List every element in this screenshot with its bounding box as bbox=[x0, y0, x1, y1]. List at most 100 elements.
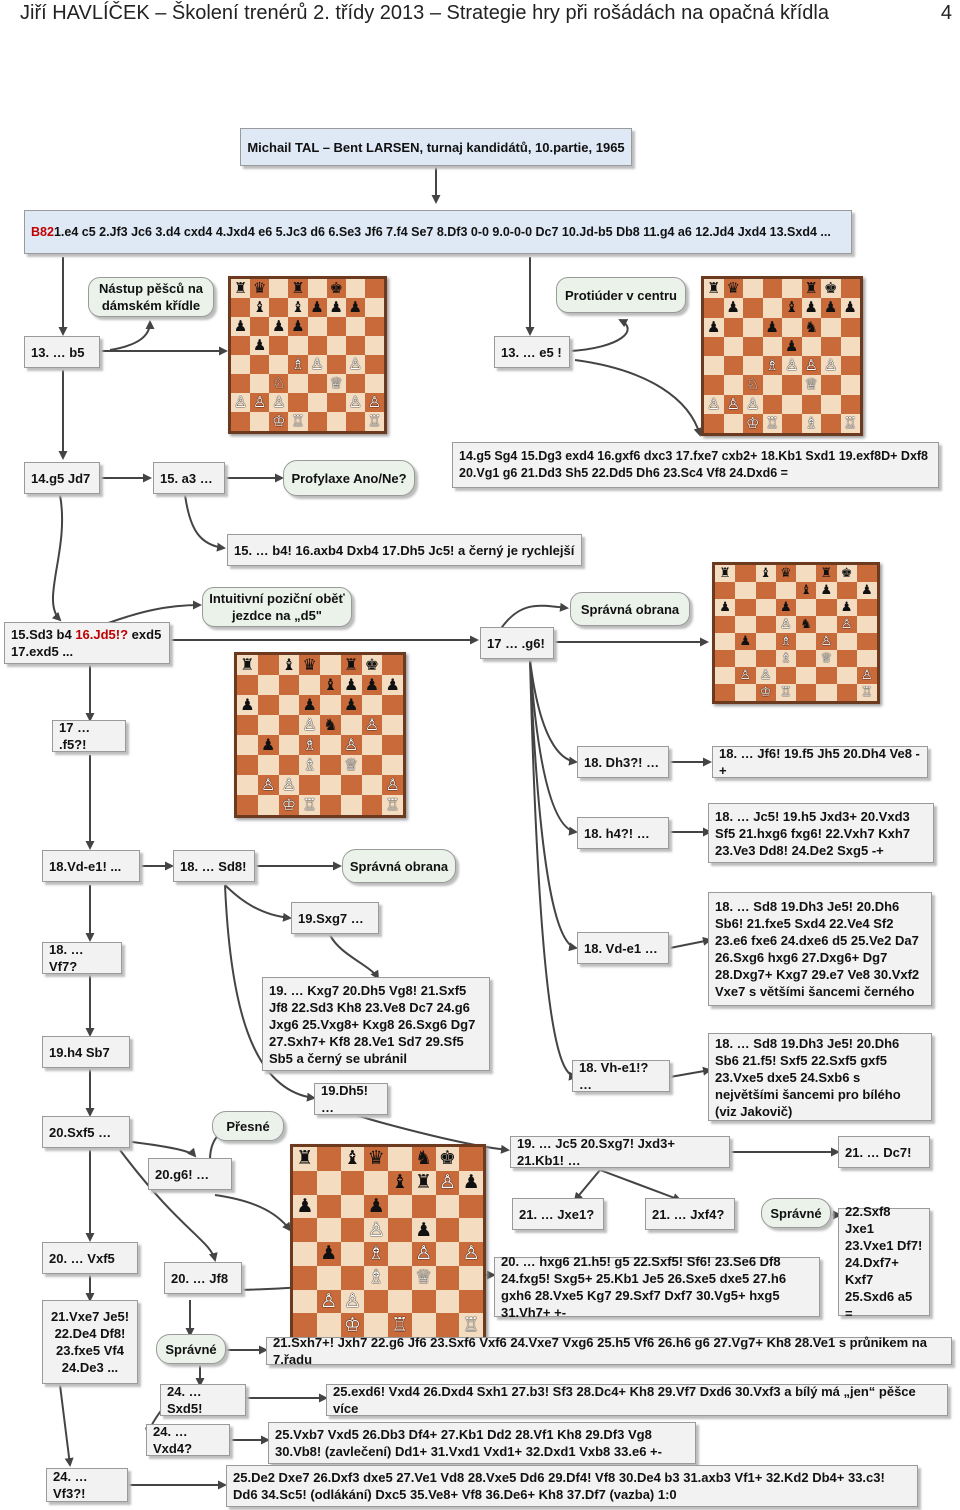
chess-piece: ♟ bbox=[343, 695, 359, 714]
board-square: ♟ bbox=[856, 582, 877, 599]
board-square bbox=[743, 298, 763, 318]
board-square: ♙ bbox=[299, 715, 320, 735]
chess-piece: ♙ bbox=[348, 393, 363, 411]
board-square bbox=[307, 317, 327, 336]
chess-piece: ♖ bbox=[391, 1313, 409, 1336]
chess-piece: ♙ bbox=[804, 356, 818, 375]
board-square bbox=[250, 317, 270, 336]
chess-piece: ♔ bbox=[272, 412, 286, 430]
chess-piece: ♗ bbox=[804, 413, 818, 432]
board-square bbox=[345, 374, 365, 393]
board-square: ♟ bbox=[801, 298, 821, 318]
board-square bbox=[231, 374, 251, 393]
board-square bbox=[299, 675, 320, 695]
board-square: ♟ bbox=[704, 317, 724, 337]
board-square: ♖ bbox=[364, 412, 384, 431]
board-square: ♖ bbox=[299, 795, 320, 815]
chess-piece: ♔ bbox=[281, 795, 297, 814]
board-square: ♔ bbox=[743, 413, 763, 433]
chess-piece: ♟ bbox=[302, 695, 317, 714]
chess-piece: ♟ bbox=[364, 675, 380, 694]
chess-piece: ♖ bbox=[291, 412, 305, 430]
board-square: ♝ bbox=[755, 565, 776, 582]
board-square bbox=[345, 412, 365, 431]
chess-piece: ♛ bbox=[726, 279, 740, 298]
board-square bbox=[345, 317, 365, 336]
board-square bbox=[743, 317, 763, 337]
board-square bbox=[459, 1265, 483, 1290]
board-square: ♟ bbox=[382, 675, 403, 695]
board-square: ♟ bbox=[836, 599, 857, 616]
board-square bbox=[257, 675, 279, 695]
board-3: ♜♝♛♜♚♝♟♟♟♟♟♙♞♙♟♗♙♗♕♙♙♙♔♖♖ bbox=[712, 562, 880, 704]
chess-piece: ♖ bbox=[861, 685, 873, 700]
board-square bbox=[316, 1147, 341, 1171]
board-square: ♙ bbox=[345, 355, 365, 374]
chess-piece: ♟ bbox=[824, 298, 838, 317]
board-square bbox=[704, 413, 724, 433]
move-text-b7c: exd5 17.exd5 ... bbox=[11, 627, 162, 659]
board-square: ♙ bbox=[231, 393, 251, 412]
board-square bbox=[856, 616, 877, 633]
chess-piece: ♙ bbox=[759, 668, 772, 683]
board-square bbox=[821, 413, 841, 433]
chess-piece: ♙ bbox=[272, 393, 286, 411]
board-square bbox=[278, 675, 300, 695]
board-square bbox=[755, 582, 776, 599]
board-square: ♛ bbox=[364, 1147, 388, 1171]
board-square bbox=[796, 667, 817, 684]
callout-prophylaxis: Profylaxe Ano/Ne? bbox=[283, 460, 415, 496]
board-square bbox=[269, 279, 289, 298]
board-square: ♟ bbox=[411, 1218, 436, 1242]
board-square bbox=[755, 599, 776, 616]
board-square bbox=[231, 412, 251, 431]
board-square bbox=[250, 412, 270, 431]
board-square bbox=[715, 684, 736, 701]
board-square: ♖ bbox=[840, 413, 860, 433]
chess-piece: ♙ bbox=[739, 668, 752, 683]
board-square: ♗ bbox=[299, 755, 320, 775]
board-square bbox=[340, 715, 362, 735]
board-square bbox=[250, 355, 270, 374]
move-box-b16: 19.Sxg7 … bbox=[291, 902, 379, 934]
chess-piece: ♔ bbox=[343, 1313, 361, 1336]
board-square bbox=[723, 375, 743, 395]
board-square: ♟ bbox=[257, 735, 279, 755]
chess-piece: ♕ bbox=[820, 651, 833, 666]
board-square bbox=[840, 394, 860, 414]
move-text-b7a: 15.Sd3 b4 bbox=[11, 627, 76, 642]
move-box-b31: 22.Sxf8 Jxe1 23.Vxe1 Df7! 24.Dxf7+ Kxf7 … bbox=[838, 1204, 930, 1321]
board-square bbox=[293, 1289, 317, 1314]
chess-piece: ♖ bbox=[843, 413, 857, 432]
board-square bbox=[755, 650, 776, 667]
board-square: ♟ bbox=[316, 1242, 341, 1266]
board-square: ♟ bbox=[775, 599, 796, 616]
board-square bbox=[735, 599, 756, 616]
board-square bbox=[364, 1313, 388, 1337]
board-square: ♜ bbox=[340, 655, 362, 675]
move-box-b4: 15. a3 … bbox=[153, 462, 225, 494]
board-square bbox=[704, 298, 724, 318]
board-square bbox=[459, 1289, 483, 1314]
chess-piece: ♗ bbox=[302, 755, 317, 774]
board-square bbox=[361, 695, 383, 715]
board-square: ♔ bbox=[340, 1313, 365, 1337]
board-square: ♙ bbox=[340, 1289, 365, 1314]
board-square bbox=[307, 279, 327, 298]
callout-correct-defence-2: Správná obrana bbox=[342, 849, 456, 883]
chess-piece: ♗ bbox=[291, 355, 305, 373]
callout-correct-1: Správné bbox=[761, 1198, 831, 1228]
board-square bbox=[836, 684, 857, 701]
board-square bbox=[775, 582, 796, 599]
move-box-b3: 14.g5 Jd7 bbox=[24, 462, 100, 494]
board-square bbox=[257, 695, 279, 715]
board-square bbox=[821, 336, 841, 356]
chess-piece: ♚ bbox=[364, 655, 380, 674]
board-square: ♟ bbox=[269, 317, 289, 336]
callout-precise: Přesné bbox=[212, 1111, 284, 1141]
chess-piece: ♞ bbox=[800, 617, 812, 632]
chess-piece: ♝ bbox=[759, 566, 772, 581]
board-square bbox=[293, 1218, 317, 1242]
board-square: ♔ bbox=[269, 412, 289, 431]
board-square bbox=[836, 650, 857, 667]
